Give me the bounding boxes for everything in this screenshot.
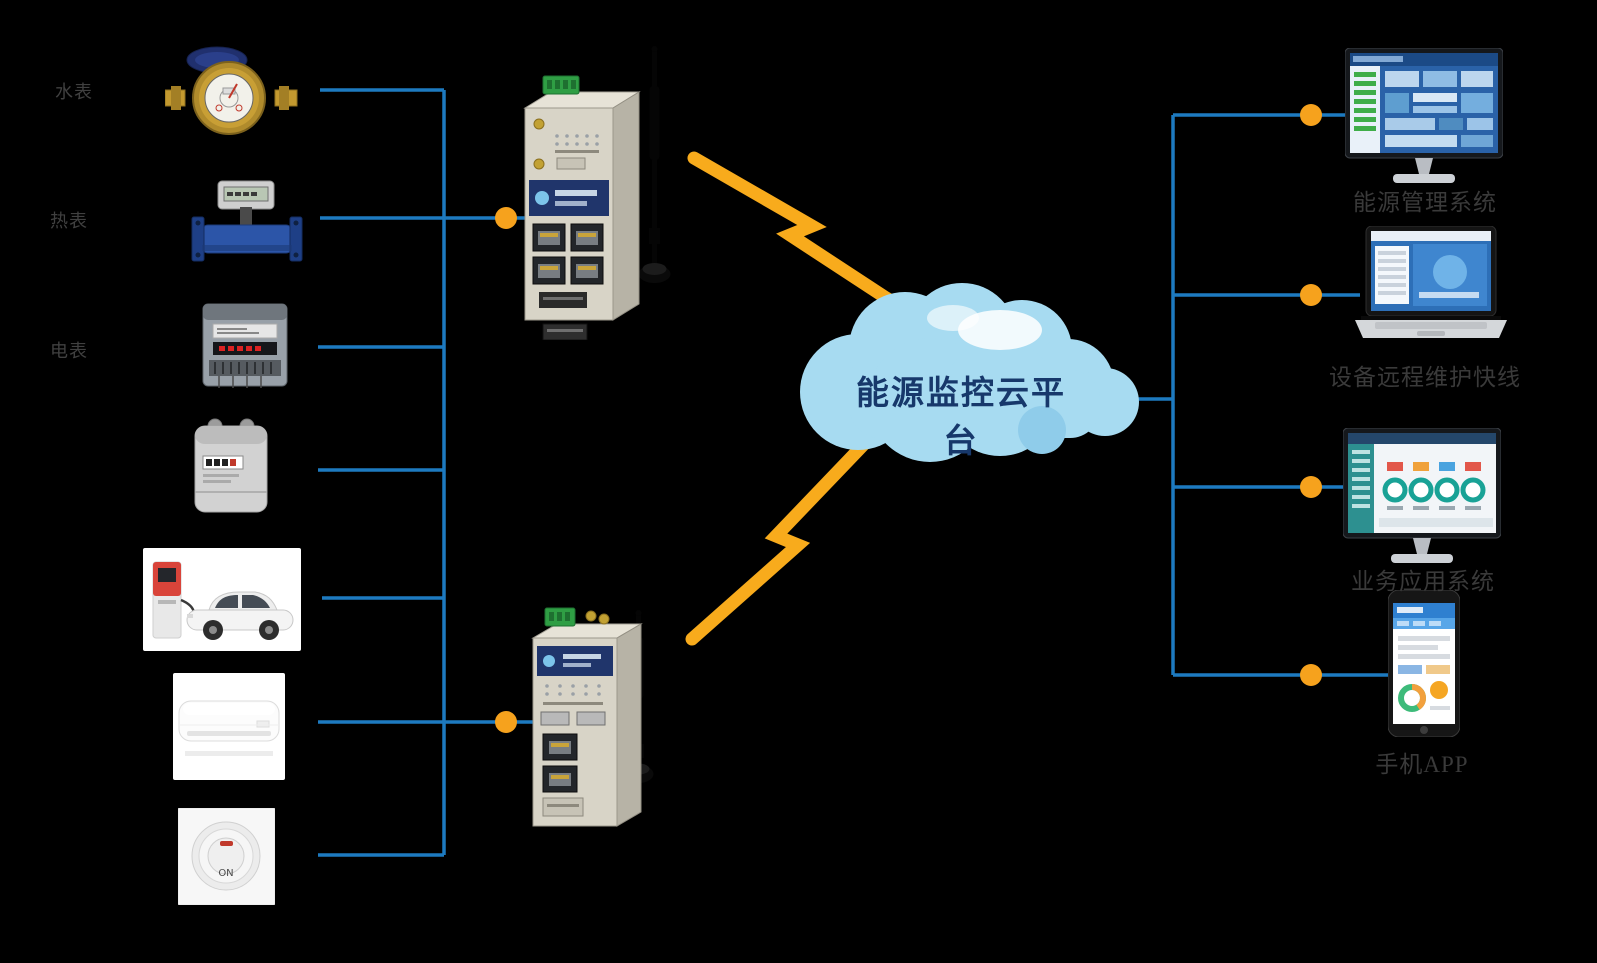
rotary-switch-image: ON (178, 808, 275, 905)
junction-dot-app (1300, 664, 1322, 686)
water-meter-image (165, 46, 298, 135)
heat-meter-image (191, 180, 303, 262)
energy-management-monitor-image (1345, 48, 1503, 183)
junction-dot-gateway-top (495, 207, 517, 229)
wireless-gateway-bottom-image (531, 607, 654, 827)
cloud-shape (800, 283, 1139, 462)
mobile-app-label: 手机APP (1375, 752, 1469, 777)
ev-charging-station-image (143, 548, 301, 651)
gas-meter-image (194, 418, 268, 513)
heat-meter-label: 热表 (50, 211, 88, 231)
lightning-bolts (685, 151, 910, 646)
water-meter-label: 水表 (55, 82, 93, 102)
cloud-platform-label: 能源监控云平台 (856, 376, 1066, 460)
remote-maintenance-laptop-image (1355, 226, 1507, 338)
lightning-bolt-top-icon (687, 151, 910, 316)
business-application-system-label: 业务应用系统 (1351, 569, 1495, 594)
business-application-monitor-image (1343, 428, 1501, 563)
junction-dot-gateway-bottom (495, 711, 517, 733)
junction-dot-maintenance (1300, 284, 1322, 306)
wireless-gateway-top-image (523, 46, 671, 340)
remote-maintenance-label: 设备远程维护快线 (1329, 365, 1521, 390)
energy-management-system-label: 能源管理系统 (1353, 190, 1497, 215)
switch-on-label: ON (218, 868, 233, 879)
mobile-app-phone-image (1388, 590, 1460, 737)
junction-dot-business (1300, 476, 1322, 498)
switch-indicator (220, 841, 233, 846)
air-conditioner-image (173, 673, 285, 780)
junction-dots (495, 104, 1322, 733)
electric-meter-image (202, 303, 288, 388)
connector-lines (318, 88, 1392, 857)
electric-meter-label: 电表 (50, 341, 88, 361)
lightning-bolt-bottom-icon (685, 435, 873, 646)
junction-dot-ems (1300, 104, 1322, 126)
